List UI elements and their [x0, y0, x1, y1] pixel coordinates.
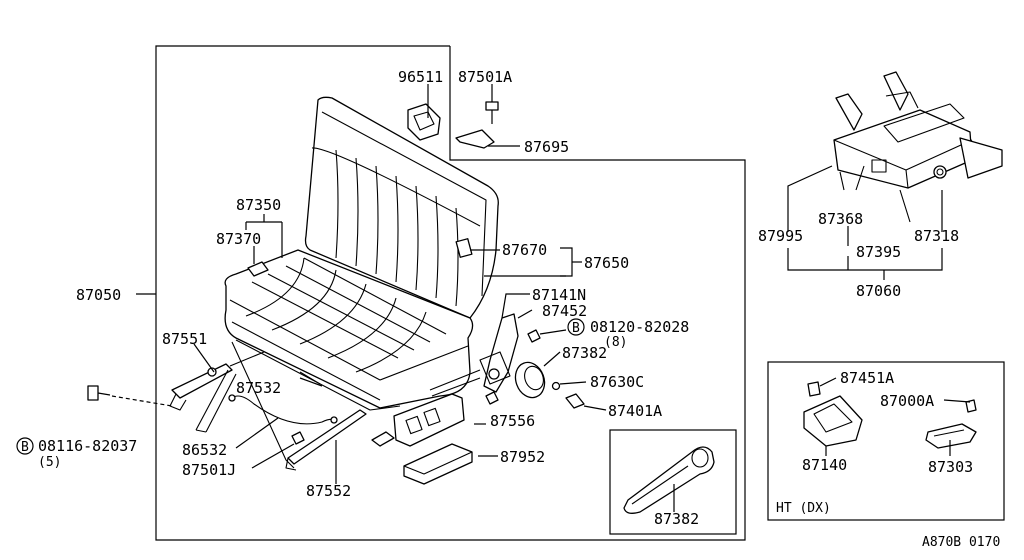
- label-87141N: 87141N: [532, 286, 586, 304]
- part-87670-drawing: [455, 238, 473, 258]
- part-87140-drawing: [803, 381, 863, 447]
- label-08120: 08120-82028: [590, 318, 689, 336]
- inset-87382-frame: [609, 429, 737, 535]
- label-87303: 87303: [928, 458, 973, 476]
- label-87368: 87368: [818, 210, 863, 228]
- bolt-mark-08120: [567, 318, 585, 336]
- label-87995: 87995: [758, 227, 803, 245]
- label-87060: 87060: [856, 282, 901, 300]
- seat-assembly-drawing: [833, 71, 1003, 223]
- part-87382-handle-drawing: [623, 446, 715, 514]
- label-08116-qty: (5): [38, 455, 61, 470]
- part-87551-drawing: [171, 363, 233, 399]
- part-96511-drawing: [407, 103, 441, 141]
- label-87695: 87695: [524, 138, 569, 156]
- bolt-08116-drawing: [87, 385, 173, 407]
- washer-87630C-drawing: [551, 381, 561, 391]
- label-08120-qty: (8): [604, 335, 627, 350]
- label-87650: 87650: [584, 254, 629, 272]
- main-frame: [155, 45, 746, 541]
- label-87556: 87556: [490, 412, 535, 430]
- inset-caption: HT (DX): [776, 501, 831, 516]
- bolt-87401A-near-drawing: [485, 391, 499, 405]
- label-87551: 87551: [162, 330, 207, 348]
- label-87382-a: 87382: [562, 344, 607, 362]
- part-87952-drawing: [403, 443, 473, 485]
- label-87382-b: 87382: [654, 510, 699, 528]
- label-87501J: 87501J: [182, 461, 236, 479]
- part-87501J-drawing: [291, 431, 305, 445]
- seat-cushion-drawing: [224, 249, 474, 409]
- label-96511: 96511: [398, 68, 443, 86]
- figure-code: A870B 0170: [922, 535, 1000, 550]
- knob-87382-drawing: [514, 361, 546, 399]
- part-87370-drawing: [247, 261, 269, 277]
- label-87140: 87140: [802, 456, 847, 474]
- bolt-mark-08120-text: B: [572, 321, 580, 336]
- leader-lines: [136, 84, 971, 512]
- label-87395: 87395: [856, 243, 901, 261]
- recliner-mechanism-drawing: [429, 313, 519, 397]
- label-87952: 87952: [500, 448, 545, 466]
- label-87000A: 87000A: [880, 392, 934, 410]
- part-87532-drawing: [231, 395, 337, 425]
- part-87501A-drawing: [485, 101, 499, 124]
- part-87303-drawing: [925, 399, 977, 449]
- bolt-mark-08116: [16, 437, 34, 455]
- label-86532: 86532: [182, 441, 227, 459]
- label-87370: 87370: [216, 230, 261, 248]
- screw-08120-drawing: [527, 329, 541, 343]
- inset-ht-dx-frame: [767, 361, 1005, 521]
- part-87552-drawing: [287, 409, 367, 465]
- part-87695-drawing: [455, 129, 495, 149]
- label-87318: 87318: [914, 227, 959, 245]
- label-87401A: 87401A: [608, 402, 662, 420]
- label-87350: 87350: [236, 196, 281, 214]
- bolt-mark-08116-text: B: [21, 440, 29, 455]
- seat-back-drawing: [304, 96, 499, 319]
- label-87630C: 87630C: [590, 373, 644, 391]
- label-87670: 87670: [502, 241, 547, 259]
- label-87452: 87452: [542, 302, 587, 320]
- bolt-87401A-drawing: [565, 393, 585, 409]
- label-87552: 87552: [306, 482, 351, 500]
- label-87050: 87050: [76, 286, 121, 304]
- label-87501A: 87501A: [458, 68, 512, 86]
- label-87451A: 87451A: [840, 369, 894, 387]
- label-08116: 08116-82037: [38, 437, 137, 455]
- label-87532: 87532: [236, 379, 281, 397]
